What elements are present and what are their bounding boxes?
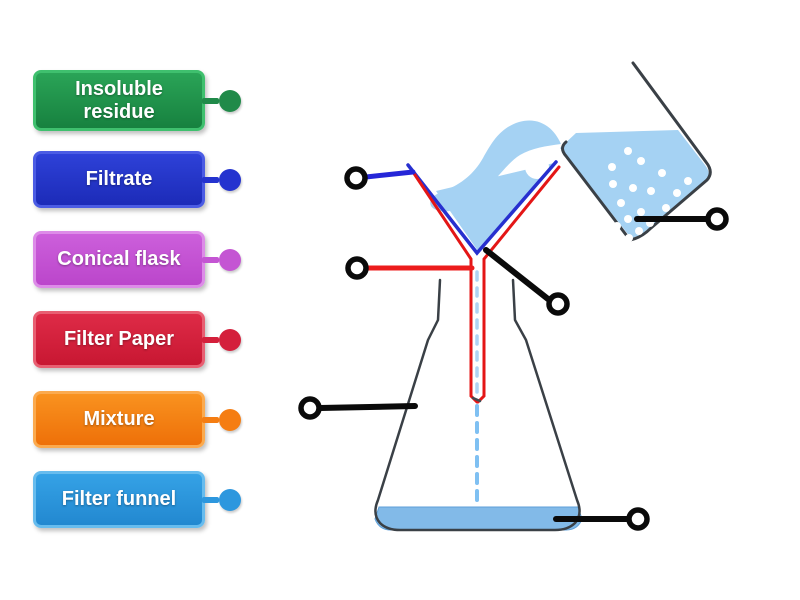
answer-point-paper[interactable] [345,256,369,280]
label-text: Filter funnel [61,488,177,510]
funnel-right-edge [476,165,561,404]
chip-connector [202,336,219,343]
pour-curl-notch [525,155,549,179]
label-chip-filtrate[interactable]: Filtrate [33,151,241,208]
chip-connector-dot [219,168,241,191]
chip-connector [202,97,219,104]
answer-point-funnel[interactable] [344,166,368,190]
chip-connector [202,496,219,503]
chip-connector-dot [219,248,241,271]
answer-point-mixture[interactable] [705,207,729,231]
pointer-line-residue [483,247,551,302]
chip-connector-dot [219,89,241,112]
beaker-group [430,61,712,251]
filtrate-layer [374,506,583,531]
pointer-line-flask [317,403,418,411]
particle-dots [608,147,692,242]
answer-pointers [298,166,729,531]
answer-point-residue[interactable] [546,292,570,316]
answer-point-filtrate[interactable] [626,507,650,531]
label-chip-conical-flask[interactable]: Conical flask [33,231,241,288]
label-text: Insoluble residue [75,77,163,123]
funnel-liquid [436,163,554,251]
chip-connector-dot [219,488,241,511]
chip-connector [202,256,219,263]
beaker-liquid [560,130,709,238]
beaker-outline [561,61,712,242]
stem-tip-shade [471,396,482,403]
funnel-group [406,160,561,404]
pointer-line-funnel [363,169,416,180]
conical-flask-group [374,270,583,532]
flask-outline [374,278,581,532]
label-text: Conical flask [57,248,181,270]
label-text: Filter Paper [63,328,175,350]
chip-connector [202,176,219,183]
chip-connector-dot [219,408,241,431]
label-text: Filtrate [85,168,153,190]
label-chip-insoluble-residue[interactable]: Insoluble residue [33,70,241,131]
label-chip-filter-funnel[interactable]: Filter funnel [33,471,241,528]
chip-connector [202,416,219,423]
filter-paper-line [406,160,558,256]
label-chip-mixture[interactable]: Mixture [33,391,241,448]
label-text: Mixture [83,408,155,430]
label-chip-filter-paper[interactable]: Filter Paper [33,311,241,368]
answer-point-flask[interactable] [298,396,322,420]
chip-connector-dot [219,328,241,351]
